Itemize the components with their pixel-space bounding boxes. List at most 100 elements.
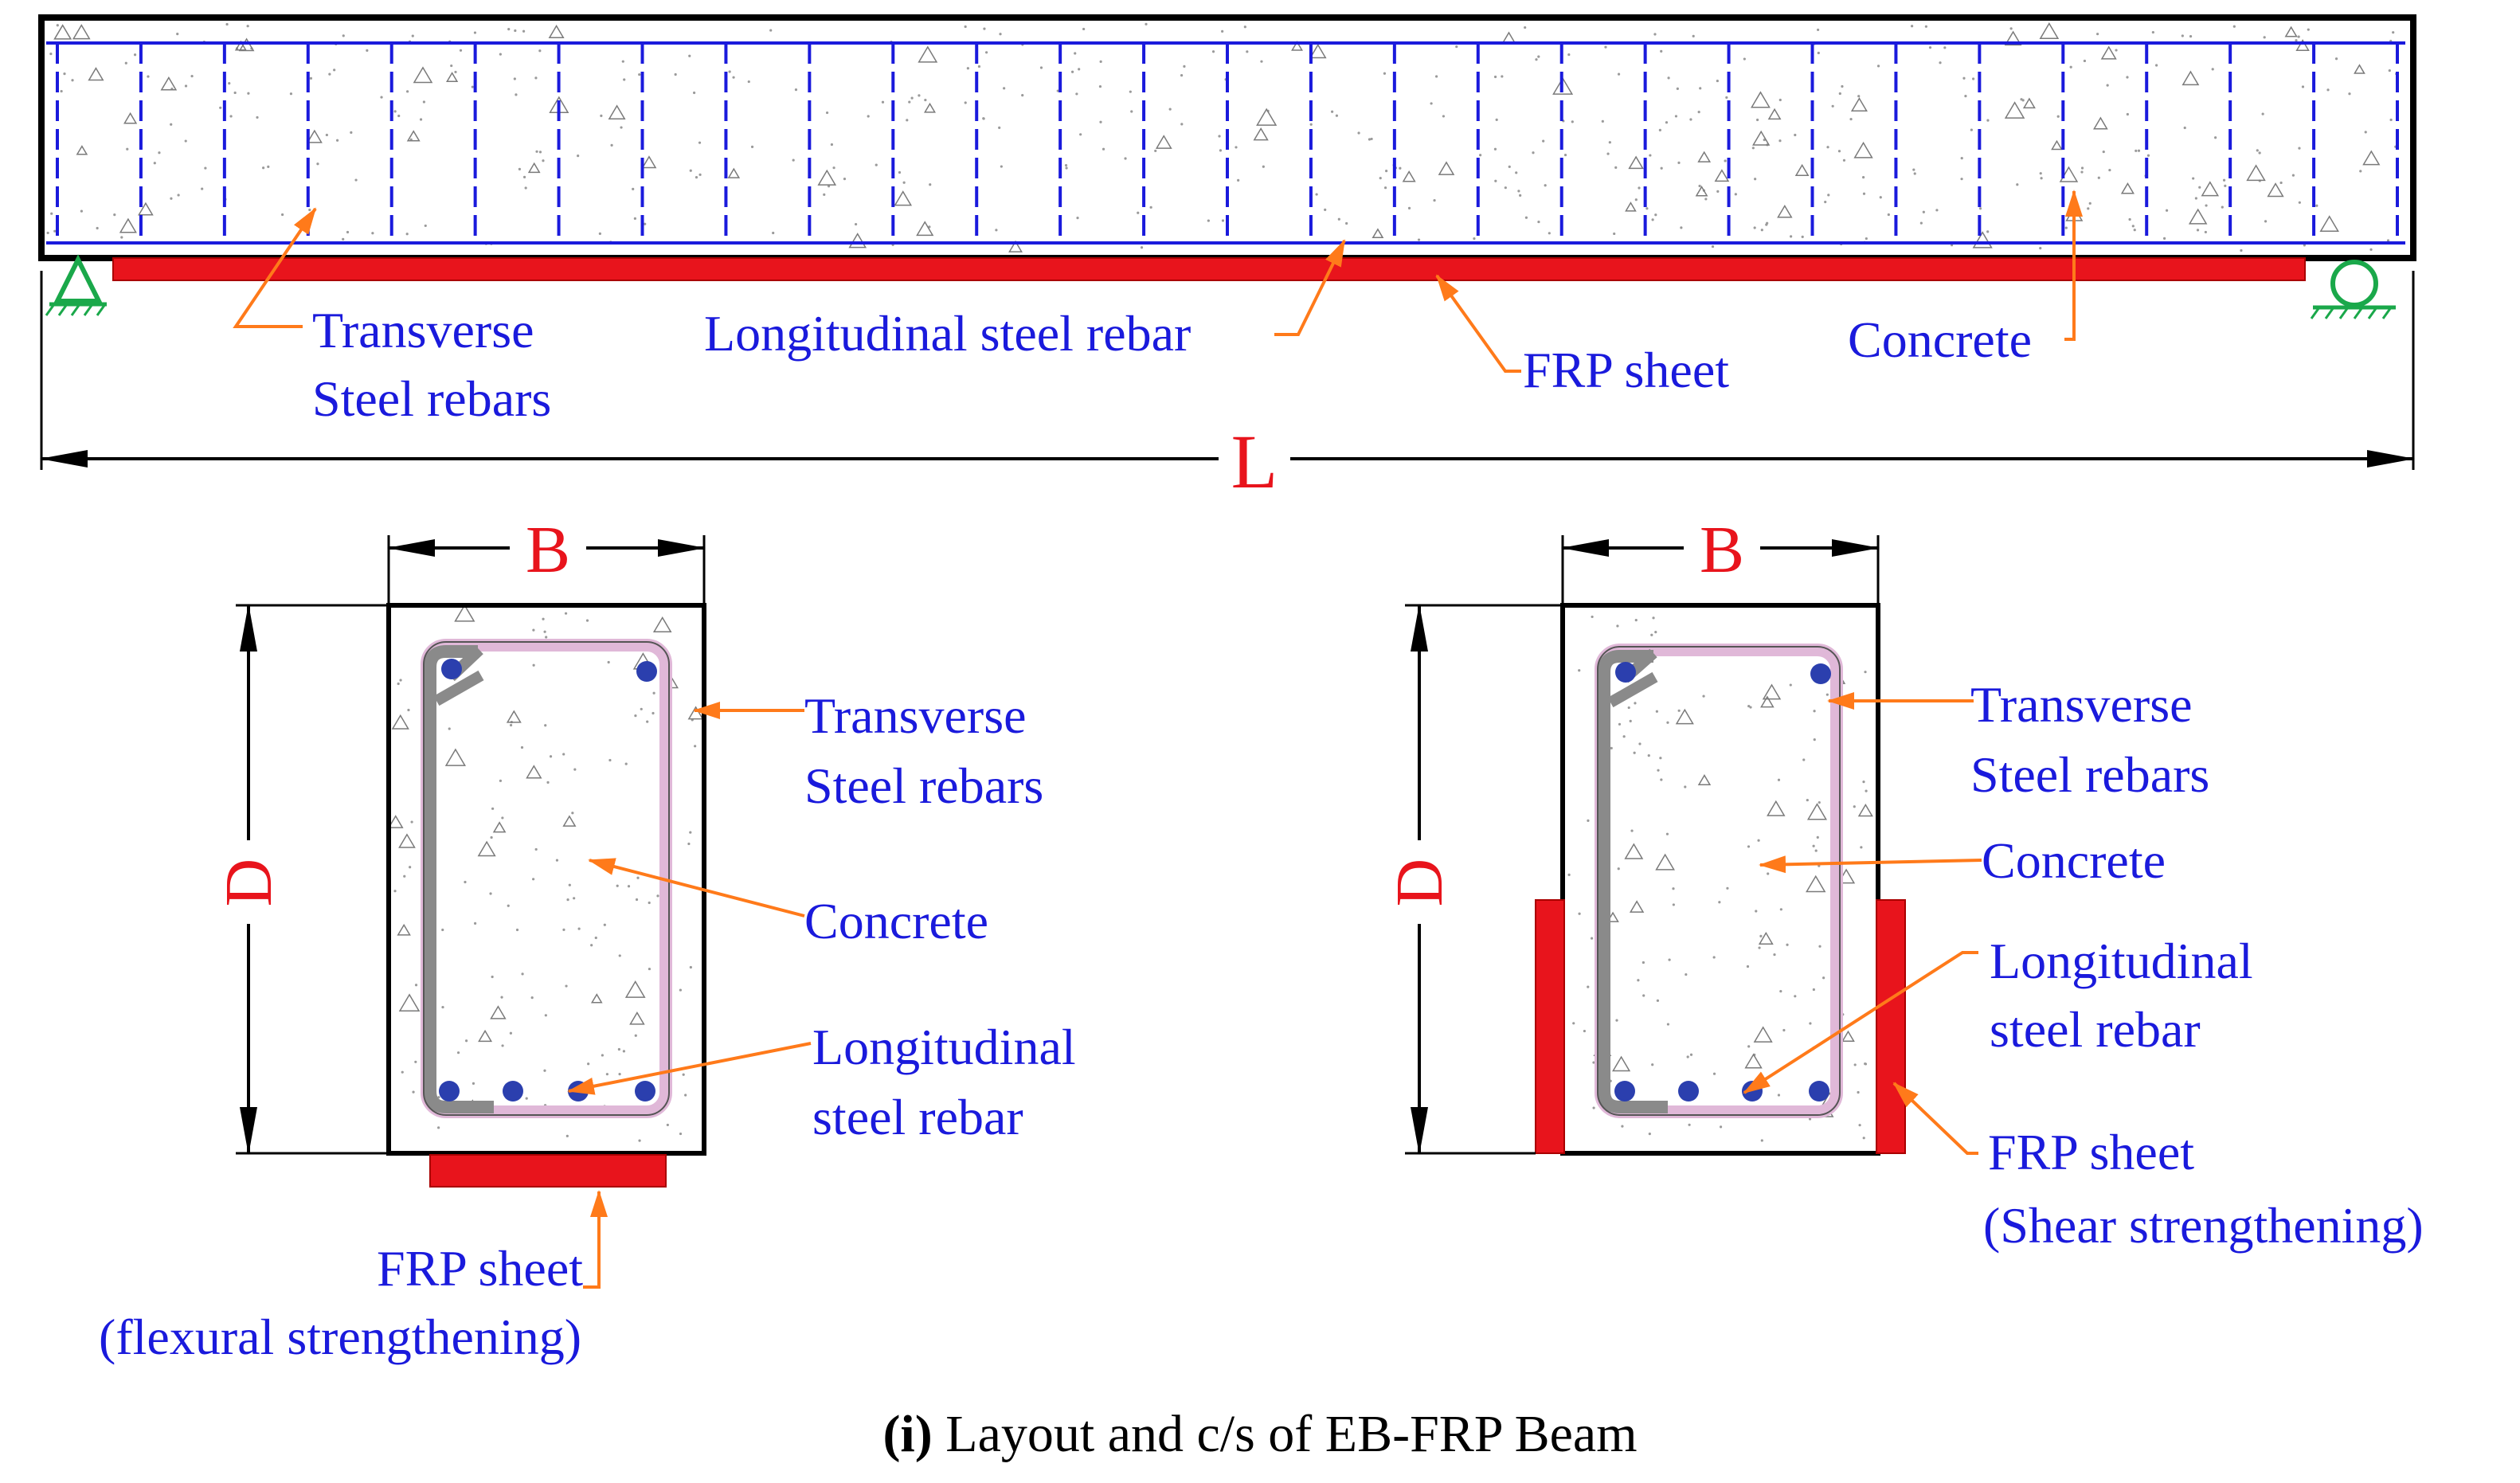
aggregate-mark — [2093, 116, 2108, 130]
concrete-speck — [544, 724, 547, 727]
depth-label: D — [212, 859, 286, 907]
concrete-speck — [499, 53, 502, 56]
concrete-speck — [2348, 92, 2351, 96]
concrete-speck — [1660, 166, 1663, 170]
concrete-speck — [1719, 1125, 1723, 1129]
concrete-speck — [1592, 1061, 1595, 1064]
concrete-speck — [1801, 235, 1804, 239]
concrete-speck — [2021, 99, 2025, 102]
concrete-speck — [1837, 150, 1841, 153]
concrete-speck — [2087, 207, 2090, 210]
concrete-speck — [1751, 147, 1755, 150]
concrete-speck — [2126, 112, 2129, 116]
concrete-speck — [1221, 219, 1225, 222]
aggregate-mark — [1155, 135, 1172, 149]
concrete-speck — [2224, 184, 2227, 187]
aggregate-mark — [1309, 43, 1327, 59]
concrete-speck — [2146, 154, 2150, 157]
concrete-speck — [562, 928, 565, 931]
concrete-speck — [995, 229, 998, 232]
frp-sheet-elevation — [112, 257, 2306, 281]
concrete-speck — [1099, 60, 1102, 63]
concrete-speck — [2009, 27, 2013, 30]
aggregate-mark — [1552, 76, 1574, 95]
concrete-speck — [1587, 819, 1590, 822]
concrete-speck — [1964, 95, 1967, 98]
concrete-speck — [1079, 133, 1082, 136]
concrete-speck — [1698, 184, 1701, 188]
aggregate-mark — [641, 155, 657, 169]
concrete-speck — [1098, 84, 1102, 88]
concrete-speck — [233, 91, 237, 95]
concrete-speck — [1532, 151, 1535, 155]
concrete-speck — [1716, 190, 1720, 193]
leader-concrete — [588, 858, 805, 918]
aggregate-mark — [490, 1005, 507, 1019]
concrete-speck — [1572, 1022, 1575, 1025]
concrete-speck — [2064, 226, 2068, 229]
aggregate-mark — [2201, 181, 2220, 197]
aggregate-mark — [444, 748, 467, 766]
concrete-speck — [1590, 937, 1594, 940]
concrete-speck — [634, 1034, 637, 1037]
concrete-speck — [1754, 178, 1757, 181]
concrete-speck — [1168, 108, 1172, 111]
concrete-speck — [1684, 785, 1687, 788]
label-frp-line2: (flexural strengthening) — [99, 1309, 581, 1365]
concrete-speck — [147, 75, 150, 78]
concrete-speck — [1853, 805, 1856, 808]
concrete-speck — [2326, 88, 2330, 92]
concrete-speck — [1672, 903, 1675, 906]
concrete-speck — [652, 711, 655, 715]
aggregate-mark — [477, 840, 496, 857]
aggregate-mark — [1767, 800, 1786, 816]
concrete-speck — [827, 185, 831, 188]
concrete-speck — [335, 139, 339, 142]
concrete-speck — [520, 745, 524, 749]
concrete-speck — [648, 901, 651, 905]
concrete-speck — [113, 213, 116, 217]
concrete-speck — [1862, 1137, 1865, 1140]
concrete-speck — [983, 27, 986, 30]
concrete-speck — [1702, 695, 1705, 698]
aggregate-mark — [1806, 803, 1828, 820]
concrete-speck — [1924, 25, 1927, 28]
concrete-speck — [1515, 171, 1518, 174]
concrete-speck — [1676, 87, 1679, 90]
concrete-speck — [2162, 237, 2166, 240]
aggregate-mark — [238, 37, 255, 52]
concrete-speck — [1219, 149, 1223, 152]
concrete-speck — [2192, 177, 2195, 180]
concrete-speck — [624, 762, 628, 765]
concrete-speck — [1076, 217, 1079, 220]
aggregate-mark — [1629, 900, 1645, 913]
concrete-speck — [522, 29, 526, 33]
aggregate-mark — [1794, 163, 1810, 177]
concrete-speck — [2128, 217, 2131, 221]
concrete-speck — [689, 169, 692, 172]
concrete-speck — [1760, 1139, 1763, 1142]
concrete-speck — [1812, 844, 1815, 847]
concrete-speck — [399, 679, 402, 682]
concrete-speck — [1548, 232, 1551, 235]
concrete-speck — [397, 682, 400, 686]
concrete-speck — [1630, 829, 1634, 832]
concrete-speck — [1778, 98, 1782, 102]
concrete-speck — [2108, 168, 2111, 172]
concrete-speck — [1517, 190, 1520, 193]
stirrup-outline — [1597, 646, 1841, 1116]
concrete-speck — [456, 1051, 460, 1055]
concrete-speck — [409, 866, 412, 869]
concrete-speck — [490, 835, 493, 839]
concrete-speck — [1634, 618, 1638, 622]
concrete-speck — [405, 233, 409, 236]
concrete-speck — [422, 100, 426, 104]
concrete-speck — [1838, 92, 1841, 96]
concrete-speck — [1960, 157, 1963, 160]
aggregate-mark — [1253, 127, 1269, 141]
concrete-speck — [875, 163, 878, 166]
concrete-speck — [1887, 213, 1890, 217]
concrete-speck — [1939, 61, 1942, 65]
concrete-speck — [1335, 114, 1339, 117]
